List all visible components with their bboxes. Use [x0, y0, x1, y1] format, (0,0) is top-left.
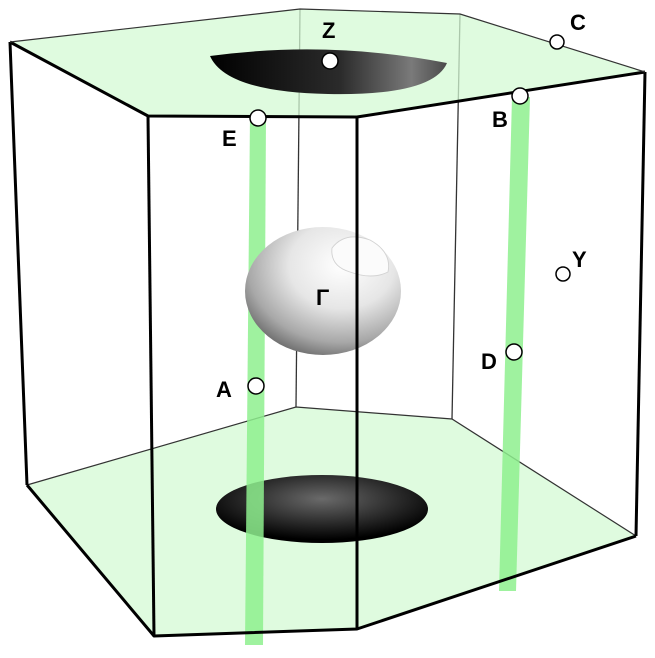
top-cap-disk — [210, 49, 447, 95]
label-e: E — [222, 126, 237, 151]
label-d: D — [481, 349, 497, 374]
label-z: Z — [322, 18, 335, 43]
label-b: B — [492, 107, 508, 132]
point-d: D — [481, 343, 523, 374]
central-sphere — [245, 227, 401, 355]
label-y: Y — [572, 247, 587, 272]
point-e: E — [222, 109, 267, 151]
point-z: Z — [321, 18, 339, 70]
point-y: Y — [555, 247, 587, 282]
point-b: B — [492, 87, 529, 132]
point-gamma: Γ — [316, 285, 329, 310]
label-a: A — [216, 377, 232, 402]
label-gamma: Γ — [316, 285, 329, 310]
bottom-back-edges — [26, 406, 637, 537]
point-a: A — [216, 377, 265, 402]
point-c: C — [549, 10, 586, 50]
bottom-shadow-disk — [216, 475, 428, 543]
label-c: C — [570, 10, 586, 35]
